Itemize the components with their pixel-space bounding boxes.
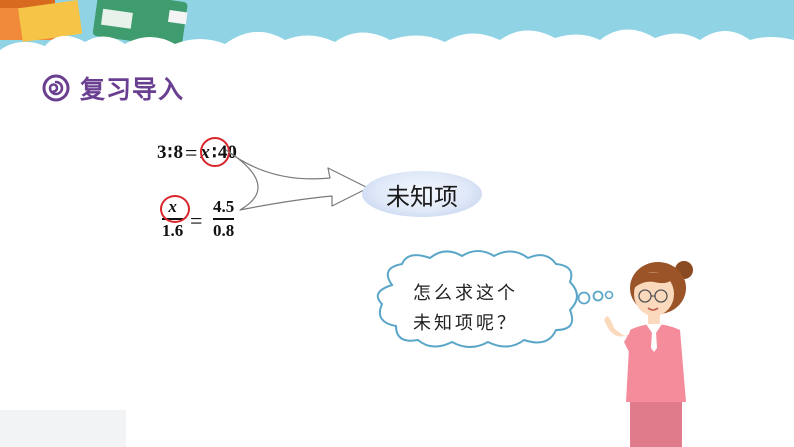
thought-dot	[577, 291, 591, 305]
fraction-right-numerator: 4.5	[213, 197, 235, 216]
question-text: 怎么求这个 未知项呢？	[413, 279, 573, 339]
ratio-term-a: 3	[157, 142, 167, 163]
footer-placeholder	[0, 410, 126, 447]
fraction-right-denominator: 0.8	[213, 220, 235, 240]
highlight-circle	[160, 195, 190, 223]
fraction-right: 4.5 0.8	[213, 197, 235, 241]
fraction-equals: =	[190, 208, 203, 233]
fraction-left-denominator: 1.6	[162, 220, 184, 240]
teacher-illustration	[604, 261, 693, 447]
ratio-term-b: 8	[173, 142, 183, 163]
thought-dot	[592, 290, 604, 302]
ratio-equals: =	[184, 140, 198, 165]
question-line-1: 怎么求这个	[413, 283, 518, 304]
fraction-bar	[213, 218, 235, 220]
section-title: 复习导入	[80, 75, 185, 104]
thought-dot	[604, 290, 614, 300]
cloud-border	[0, 29, 794, 70]
header-banner	[0, 0, 794, 70]
ratio-colon: ∶	[167, 142, 173, 164]
spiral-icon	[42, 74, 70, 102]
unknown-term-label: 未知项	[362, 171, 482, 217]
books-decoration	[0, 0, 188, 48]
section-header: 复习导入	[42, 72, 184, 104]
question-line-2: 未知项呢？	[413, 313, 518, 334]
unknown-term-text: 未知项	[386, 182, 458, 211]
